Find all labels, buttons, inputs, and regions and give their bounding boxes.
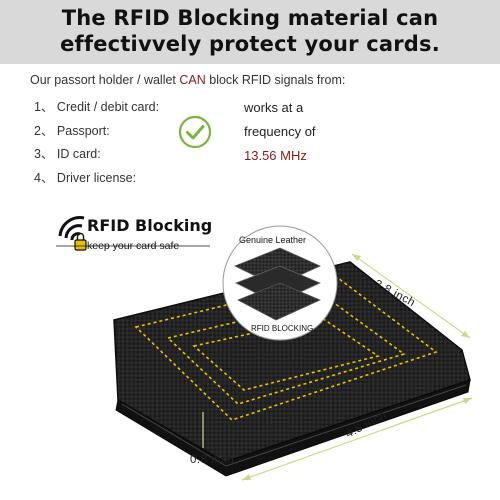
dimension-lines xyxy=(241,253,473,481)
list-item: 4、 Driver license: xyxy=(34,170,137,185)
frequency-line-1: works at a xyxy=(244,100,304,115)
dimension-thickness-label: 0.8 inch xyxy=(190,454,235,466)
card-type-list: 1、 Credit / debit card: 2、 Passport: 3、 … xyxy=(34,96,159,190)
headline-banner: The RFID Blocking material can effectivv… xyxy=(0,0,500,64)
frequency-info: works at a frequency of 13.56 MHz xyxy=(244,100,316,172)
intro-text: Our passort holder / wallet CAN block RF… xyxy=(30,73,345,87)
layers-callout xyxy=(222,225,338,341)
list-item: 3、 ID card: xyxy=(34,147,101,161)
badge-title: RFID Blocking xyxy=(87,216,213,235)
layer-label-rfid: RFID BLOCKING xyxy=(251,324,314,333)
lock-wifi-icon xyxy=(58,216,87,251)
dimension-arrows xyxy=(242,254,472,480)
list-item: 1、 Credit / debit card: xyxy=(34,100,160,114)
rfid-badge: RFID Blocking keep your card safe xyxy=(56,216,212,260)
intro-before: Our passort holder / wallet xyxy=(30,73,180,87)
intro-after: block RFID signals from: xyxy=(205,73,346,87)
frequency-line-2: frequency of xyxy=(244,124,316,139)
frequency-value: 13.56 MHz xyxy=(244,148,307,163)
badge-subtitle: keep your card safe xyxy=(87,240,180,252)
intro-highlight: CAN xyxy=(179,73,206,87)
headline-line-2: effectivvely protect your cards. xyxy=(60,32,440,56)
layer-label-leather: Genuine Leather xyxy=(239,235,307,245)
list-item: 2、 Passport: xyxy=(34,123,110,138)
check-circle-icon xyxy=(178,115,212,149)
headline-line-1: The RFID Blocking material can xyxy=(61,6,439,30)
